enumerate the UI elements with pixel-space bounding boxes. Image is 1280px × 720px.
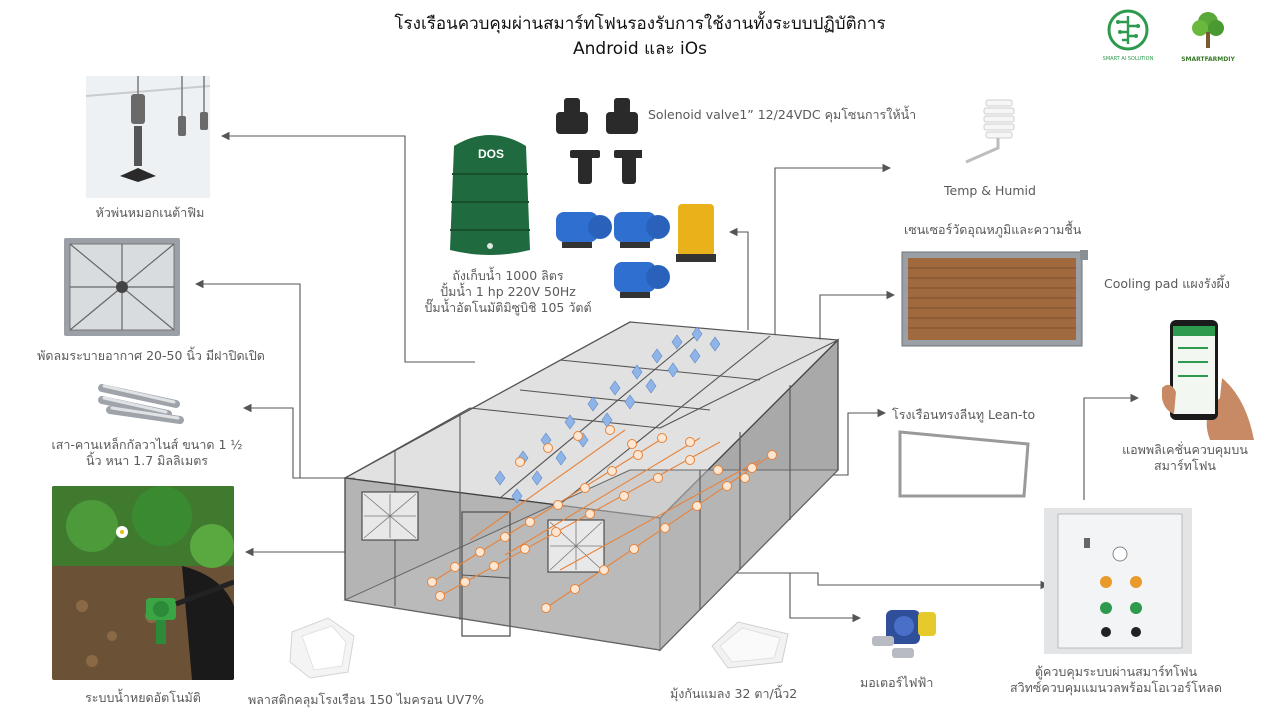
arrow-fog-nozzle xyxy=(220,131,475,363)
label-cabinet: ตู้ควบคุมระบบผ่านสมาร์ทโฟน สวิทซ์ควบคุมแ… xyxy=(990,664,1242,696)
pump-2 xyxy=(614,212,670,248)
title-line-1: โรงเรือนควบคุมผ่านสมาร์ทโฟนรองรับการใช้ง… xyxy=(394,14,886,34)
pump-3 xyxy=(614,262,670,298)
pump-1 xyxy=(556,212,612,248)
tree-icon xyxy=(1192,12,1224,48)
wall-fan-left xyxy=(361,491,419,541)
smartphone-app-photo xyxy=(1162,320,1254,440)
circuit-tree-icon xyxy=(1107,9,1149,51)
label-app-line1: แอพพลิเคชั่นควบคุมบน xyxy=(1122,442,1248,457)
label-cabinet-line1: ตู้ควบคุมระบบผ่านสมาร์ทโฟน xyxy=(1034,664,1198,679)
cooling-pad-photo xyxy=(901,250,1088,347)
door xyxy=(461,511,511,637)
steel-frame xyxy=(344,321,839,620)
auto-pump xyxy=(676,204,716,262)
label-net: มุ้งกันแมลง 32 ตา/นิ้ว2 xyxy=(670,686,798,701)
label-tank-line2: ปั้มน้ำ 1 hp 220V 50Hz xyxy=(440,284,576,299)
label-steel: เสา-คานเหล็กกัลวาไนส์ ขนาด 1 ½ นิ้ว หนา … xyxy=(32,437,262,469)
page-title: โรงเรือนควบคุมผ่านสมาร์ทโฟนรองรับการใช้ง… xyxy=(0,12,1280,62)
exhaust-fan-photo xyxy=(64,238,180,336)
arrow-tank xyxy=(728,227,749,330)
plastic-sheet-photo xyxy=(289,617,355,679)
title-line-2: Android และ iOs xyxy=(573,39,707,59)
logo-text: SMARTFARMDIY xyxy=(1181,56,1235,63)
electric-motor-photo xyxy=(872,610,936,658)
label-plastic: พลาสติกคลุมโรงเรือน 150 ไมครอน UV7% xyxy=(248,692,485,707)
label-cooling-pad: Cooling pad แผงรังผึ้ง xyxy=(1104,276,1231,291)
temp-humid-sensor-photo xyxy=(965,99,1015,164)
arrow-temp xyxy=(774,163,892,335)
fog-nozzle-photo xyxy=(86,76,210,198)
label-drip: ระบบน้ำหยดอัตโนมัติ xyxy=(85,690,201,705)
label-sensor: เซนเซอร์วัดอุณหภูมิและความชื้น xyxy=(904,222,1082,237)
tank-brand: DOS xyxy=(478,147,504,161)
label-solenoid: Solenoid valve1” 12/24VDC คุมโซนการให้น้… xyxy=(648,107,917,122)
label-motor: มอเตอร์ไฟฟ้า xyxy=(860,675,934,690)
arrow-cooling xyxy=(819,290,896,340)
label-leanto: โรงเรือนทรงลีนทู Lean-to xyxy=(892,407,1036,422)
label-fan: พัดลมระบายอากาศ 20-50 นิ้ว มีฝาปิดเปิด xyxy=(37,348,265,363)
water-tank-photo: DOS xyxy=(450,135,530,255)
label-tank: ถังเก็บน้ำ 1000 ลิตร ปั้มน้ำ 1 hp 220V 5… xyxy=(400,268,616,316)
arrow-app xyxy=(1083,393,1140,500)
fog-nozzle-row xyxy=(494,326,721,504)
label-steel-line1: เสา-คานเหล็กกัลวาไนส์ ขนาด 1 ½ xyxy=(51,437,243,452)
label-app: แอพพลิเคชั่นควบคุมบน สมาร์ทโฟน xyxy=(1100,442,1270,474)
label-tank-line3: ปั๊มน้ำอัตโนมัติมิซูบิชิ 105 วัตต์ xyxy=(424,300,592,315)
steel-pipes-photo xyxy=(98,384,184,424)
arrow-cabinet xyxy=(720,572,1050,590)
arrow-steel xyxy=(242,403,345,479)
smartfarmdiy-logo: SMARTFARMDIY xyxy=(1180,8,1236,63)
label-tank-line1: ถังเก็บน้ำ 1000 ลิตร xyxy=(452,268,564,283)
insect-net-photo xyxy=(711,621,789,669)
lean-to-shape xyxy=(898,430,1030,498)
label-app-line2: สมาร์ทโฟน xyxy=(1154,458,1216,473)
label-temp-humid: Temp & Humid xyxy=(944,183,1036,198)
label-cabinet-line2: สวิทซ์ควบคุมแมนวลพร้อมโอเวอร์โหลด xyxy=(1010,680,1222,695)
label-fog-nozzle: หัวพ่นหมอกเนต้าฟิม xyxy=(95,205,205,220)
control-cabinet-photo xyxy=(1044,508,1192,654)
drip-irrigation-photo xyxy=(52,486,234,680)
solenoid-valve-photo xyxy=(556,98,642,184)
sprinkler-heads xyxy=(427,425,777,613)
smart-ai-solution-logo: SMART AI SOLUTION xyxy=(1100,8,1156,62)
water-pumps-photo xyxy=(556,204,716,298)
label-steel-line2: นิ้ว หนา 1.7 มิลลิเมตร xyxy=(85,453,209,468)
logo-text: SMART AI SOLUTION xyxy=(1102,56,1154,62)
